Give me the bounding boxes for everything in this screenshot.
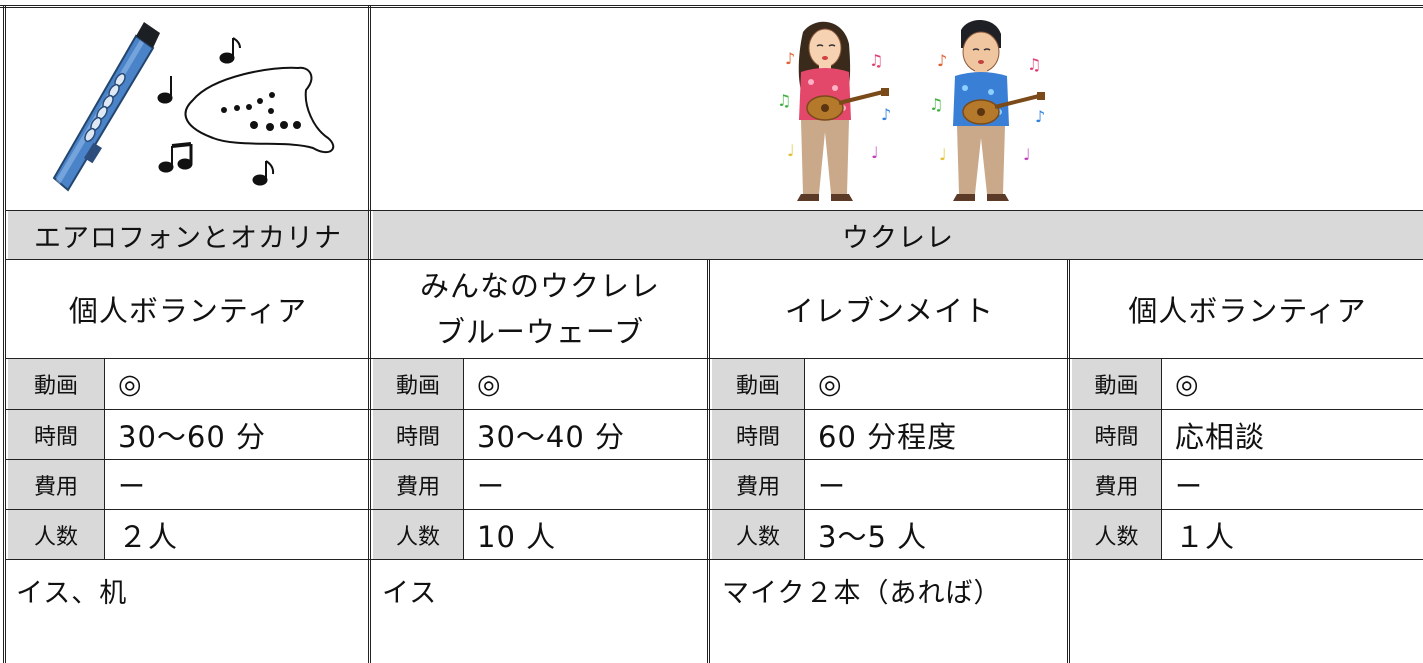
value-people: ２人 [118,519,179,554]
label-video: 動画 [33,374,78,399]
label-video: 動画 [1094,374,1139,399]
label-time: 時間 [395,424,440,450]
label-time: 時間 [735,424,780,450]
svg-text:♩: ♩ [871,143,879,162]
value-time: 30〜60 分 [118,419,267,454]
svg-text:♪: ♪ [881,105,891,124]
vline-main-divider [368,5,371,663]
value-time: 応相談 [1175,419,1266,454]
svg-text:♩: ♩ [787,141,795,160]
hline-row-4 [5,559,1423,560]
svg-text:♪: ♪ [785,49,795,68]
note-1: イス、机 [16,577,128,609]
group-name-1: 個人ボランティア [68,294,308,328]
label-people: 人数 [735,524,780,550]
hline-row-3 [5,509,1423,510]
value-time: 30〜40 分 [477,419,626,454]
svg-text:♫: ♫ [777,91,791,110]
svg-text:♪: ♪ [1035,107,1045,126]
label-video: 動画 [395,374,440,399]
svg-text:♩: ♩ [939,145,947,164]
value-cost: ー [1175,472,1203,503]
note-4 [1080,565,1410,615]
note-3: マイク２本（あれば） [722,577,1002,609]
svg-text:♫: ♫ [869,51,883,70]
hline-row-1 [5,409,1423,410]
value-cost: ー [818,472,846,503]
group-name-2-line2: ブルーウェーブ [435,315,645,349]
group-name-2: みんなのウクレレ ブルーウェーブ [373,260,707,358]
group-name-2-line1: みんなのウクレレ [419,269,660,303]
label-time: 時間 [1094,424,1139,450]
value-video: ◎ [818,368,843,400]
top-border [0,5,1423,8]
hline-header-bottom [5,259,1423,260]
hline-names-bottom [5,358,1423,359]
value-video: ◎ [118,368,143,400]
svg-text:♫: ♫ [1027,55,1041,74]
value-people: 3〜5 人 [818,519,928,554]
vline-label-3 [804,358,805,559]
label-people: 人数 [33,524,78,550]
group-name-3: イレブンメイト [784,294,995,328]
value-cost: ー [477,472,505,503]
vline-label-1 [104,358,105,559]
label-time: 時間 [33,424,78,450]
value-cost: ー [118,472,146,503]
header-right-bg [373,211,1423,259]
label-cost: 費用 [1094,474,1139,500]
value-people: １人 [1175,519,1236,554]
svg-text:♩: ♩ [1023,145,1031,164]
label-cost: 費用 [33,474,78,500]
ukulele-icon [962,92,1045,125]
value-people: 10 人 [477,519,557,554]
svg-text:♪: ♪ [937,51,947,70]
hline-header-top [5,210,1423,211]
ocarina-icon [184,66,335,154]
vline-col-4 [1067,259,1070,663]
header-left-title: エアロフォンとオカリナ [34,222,342,254]
value-time: 60 分程度 [818,419,958,454]
svg-text:♫: ♫ [929,95,943,114]
aerophone-icon [52,22,160,192]
label-people: 人数 [1094,524,1139,550]
vline-col-3 [707,259,710,663]
header-left-bg [8,211,368,259]
vline-label-2 [463,358,464,559]
value-video: ◎ [477,368,502,400]
colorful-music-notes-icon: ♪ ♫ ♫ ♪ ♩ ♩ ♪ ♫ ♫ ♪ ♩ ♩ [777,49,1045,164]
hline-row-2 [5,459,1423,460]
note-2: イス [382,577,438,609]
music-notes-icon [157,37,275,186]
label-video: 動画 [735,374,780,399]
aerophone-ocarina-illustration [52,22,335,192]
ukulele-players-illustration: ♪ ♫ ♫ ♪ ♩ ♩ ♪ ♫ ♫ ♪ ♩ ♩ [777,19,1045,201]
value-video: ◎ [1175,368,1200,400]
header-right-title: ウクレレ [842,222,954,254]
label-people: 人数 [395,524,440,550]
vline-label-4 [1161,358,1162,559]
group-name-4: 個人ボランティア [1128,294,1367,328]
label-cost: 費用 [735,474,780,500]
woman-ukulele-player-icon [797,21,889,201]
man-ukulele-player-icon [953,19,1045,201]
ukulele-icon [806,88,889,121]
left-border [3,5,6,663]
label-cost: 費用 [395,474,440,500]
